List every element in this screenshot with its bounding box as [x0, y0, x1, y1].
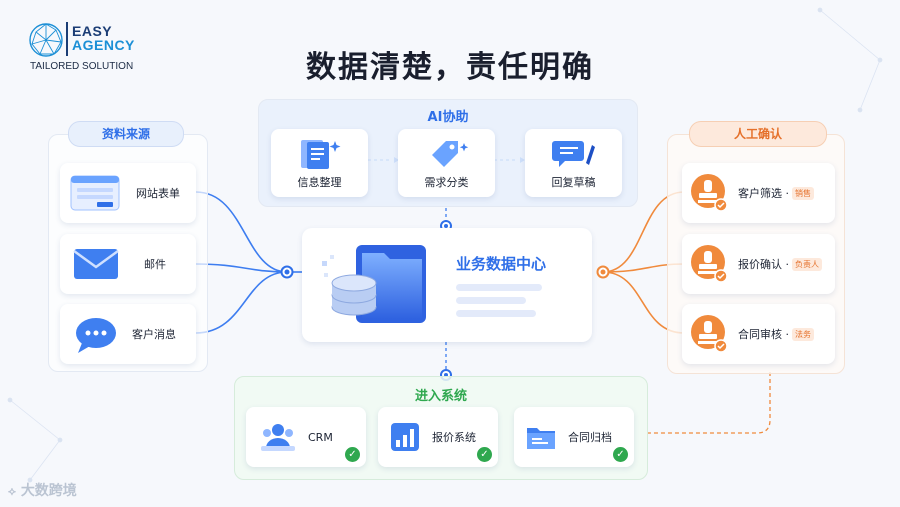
ai-item-draft[interactable]: 回复草稿 [525, 129, 622, 197]
document-list-icon [300, 139, 340, 169]
source-label: 网站表单 [136, 187, 180, 200]
system-contract-archive[interactable]: 合同归档 ✓ [514, 407, 634, 467]
web-form-icon [70, 175, 120, 211]
logo-divider [66, 22, 68, 56]
watermark: ⟡ 大数跨境 [8, 480, 77, 500]
data-center-card[interactable]: 业务数据中心 [302, 228, 592, 342]
systems-panel-label: 进入系统 [414, 389, 467, 404]
placeholder-bar [456, 284, 542, 291]
ai-panel-label: AI协助 [427, 110, 469, 125]
source-label: 客户消息 [132, 328, 176, 341]
system-label: 合同归档 [568, 431, 612, 444]
ai-item-label: 回复草稿 [551, 175, 596, 189]
mail-icon [73, 249, 119, 279]
folder-icon [527, 428, 555, 449]
connector-node [280, 265, 294, 279]
stamp-icon [691, 174, 728, 212]
brand-line2: AGENCY [72, 37, 135, 53]
bar-chart-icon [391, 423, 419, 451]
brand-tagline: TAILORED SOLUTION [30, 61, 134, 72]
stamp-icon [691, 315, 728, 353]
system-label: 报价系统 [432, 431, 476, 444]
check-icon: ✓ [613, 447, 628, 462]
ai-item-label: 信息整理 [297, 175, 342, 189]
manual-item-label: 客户筛选 · [738, 187, 789, 200]
brand-line1: EASY [72, 23, 113, 39]
manual-item-label: 合同审核 · [738, 328, 789, 341]
source-web-form[interactable]: 网站表单 [60, 163, 196, 223]
ai-item-classify[interactable]: 需求分类 [398, 129, 495, 197]
role-badge: 销售 [792, 186, 814, 200]
check-icon: ✓ [345, 447, 360, 462]
globe-logo-icon [29, 23, 63, 57]
connector-node [596, 265, 610, 279]
source-customer-message[interactable]: 客户消息 [60, 304, 196, 364]
people-icon [261, 424, 295, 451]
manual-panel-label: 人工确认 [689, 121, 827, 147]
check-icon: ✓ [477, 447, 492, 462]
source-email[interactable]: 邮件 [60, 234, 196, 294]
role-badge: 法务 [792, 327, 814, 341]
ai-item-label: 需求分类 [424, 175, 469, 189]
data-center-title: 业务数据中心 [456, 255, 547, 273]
sources-panel-label: 资料来源 [68, 121, 184, 147]
manual-item-quote-confirm[interactable]: 报价确认 · 负责人 [682, 234, 835, 294]
database-folder-icon [322, 245, 426, 323]
manual-item-label: 报价确认 · [738, 258, 789, 271]
ai-item-organize[interactable]: 信息整理 [271, 129, 368, 197]
chat-bubble-icon [76, 318, 116, 353]
source-connector [195, 263, 288, 273]
manual-item-contract-review[interactable]: 合同审核 · 法务 [682, 304, 835, 364]
chat-pen-icon [551, 140, 595, 167]
system-crm[interactable]: CRM ✓ [246, 407, 366, 467]
system-quote[interactable]: 报价系统 ✓ [378, 407, 498, 467]
stamp-icon [691, 245, 728, 283]
page-title: 数据清楚，责任明确 [306, 50, 594, 85]
source-connector [195, 271, 288, 334]
manual-item-customer-filter[interactable]: 客户筛选 · 销售 [682, 163, 835, 223]
return-connector [647, 372, 771, 434]
tag-icon [431, 140, 468, 167]
role-badge: 负责人 [792, 257, 822, 271]
system-label: CRM [308, 430, 333, 444]
source-label: 邮件 [144, 258, 166, 271]
watermark-text: 大数跨境 [20, 483, 77, 499]
placeholder-bar [456, 310, 536, 317]
brand-wordmark: EASY AGENCY [72, 24, 135, 52]
watermark-mark: ⟡ [8, 484, 16, 498]
placeholder-bar [456, 297, 526, 304]
